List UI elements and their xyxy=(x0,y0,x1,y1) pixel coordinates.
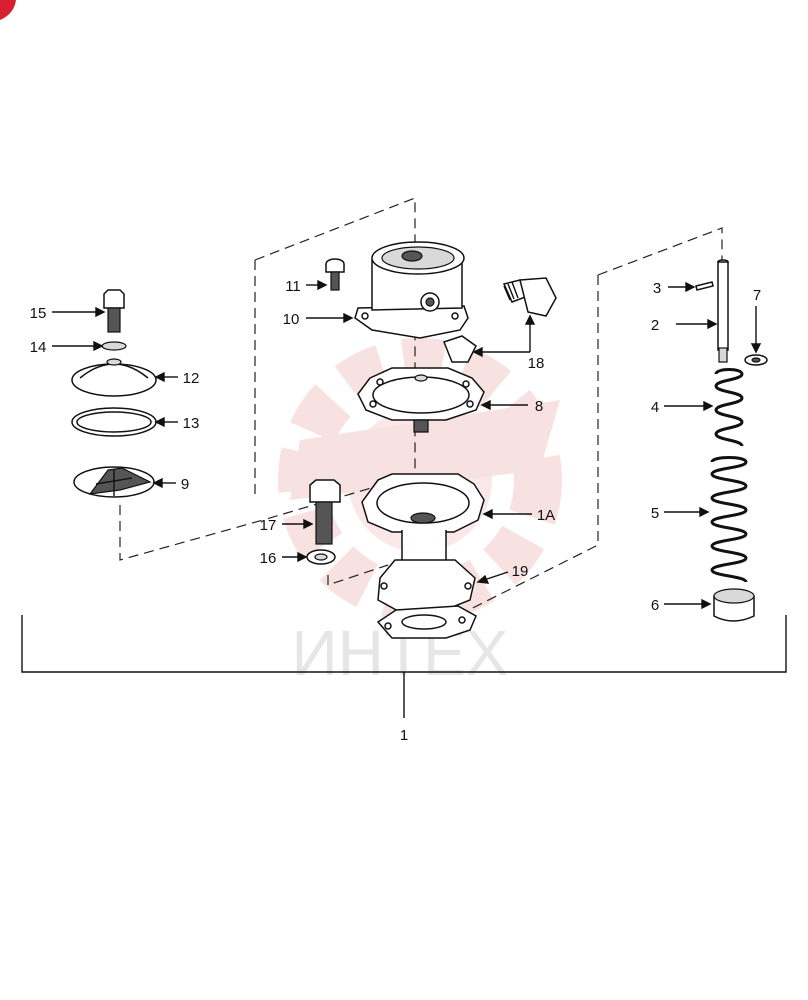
callout-14: 14 xyxy=(30,339,47,356)
callout-3: 3 xyxy=(653,280,661,297)
callout-16: 16 xyxy=(260,550,277,567)
part-11-screw xyxy=(325,258,345,291)
part-13-ring xyxy=(71,407,157,437)
part-1A-body xyxy=(361,473,485,613)
callout-1A: 1A xyxy=(537,507,555,524)
callout-labels: 15 14 12 13 9 11 10 18 8 17 16 1A 19 3 2… xyxy=(30,278,762,744)
callout-10: 10 xyxy=(283,311,300,328)
part-15-bolt xyxy=(103,289,125,333)
callout-1: 1 xyxy=(400,727,408,744)
part-10-housing xyxy=(354,241,469,339)
part-4-spring xyxy=(714,368,744,447)
callout-11: 11 xyxy=(285,278,301,295)
callout-6: 6 xyxy=(651,597,659,614)
part-5-spring xyxy=(710,456,748,583)
leader-lines xyxy=(52,279,762,610)
callout-9: 9 xyxy=(181,476,189,493)
part-7-washer xyxy=(744,354,768,366)
callout-13: 13 xyxy=(183,415,200,432)
part-3-roll-pin xyxy=(695,281,714,291)
callout-5: 5 xyxy=(651,505,659,522)
part-18-elbow-fitting xyxy=(443,277,557,363)
callout-19: 19 xyxy=(512,563,529,580)
part-8-diaphragm-gasket xyxy=(357,367,485,433)
assembly-bracket xyxy=(21,615,787,718)
callout-4: 4 xyxy=(651,399,659,416)
callout-15: 15 xyxy=(30,305,47,322)
part-6-spring-cap xyxy=(713,588,755,622)
callout-17: 17 xyxy=(260,517,277,534)
callout-12: 12 xyxy=(183,370,200,387)
part-19-gasket xyxy=(376,605,477,639)
part-16-lock-washer xyxy=(306,549,336,565)
callout-18: 18 xyxy=(528,355,545,372)
part-9-plate xyxy=(73,466,155,498)
part-17-bolt xyxy=(309,479,341,545)
callout-2: 2 xyxy=(651,317,659,334)
callout-8: 8 xyxy=(535,398,543,415)
callout-7: 7 xyxy=(753,287,761,304)
part-14-washer xyxy=(101,341,127,351)
corner-badge-icon xyxy=(0,0,16,20)
part-12-cover xyxy=(71,358,157,397)
part-2-plunger-pin xyxy=(717,259,729,363)
